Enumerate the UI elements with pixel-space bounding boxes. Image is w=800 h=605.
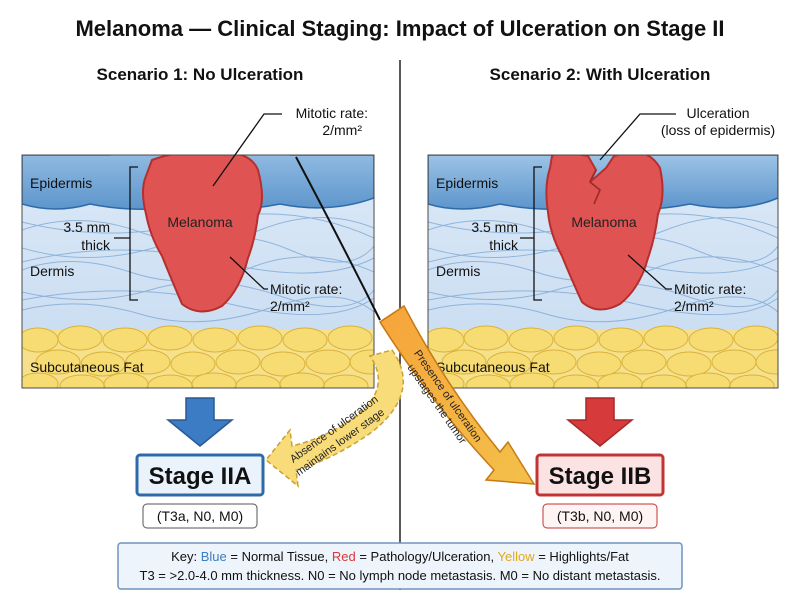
mitotic-top-label-left-2: 2/mm² (322, 122, 362, 138)
mitotic-top-label-left-1: Mitotic rate: (296, 105, 368, 121)
mitotic-side-leader-right (627, 254, 672, 290)
ulceration-leader (599, 113, 676, 161)
fat-label-right: Subcutaneous Fat (436, 359, 550, 375)
mitotic-side-label-left-1: Mitotic rate: (270, 281, 342, 297)
stage-iib-code-box (542, 503, 658, 529)
dermis-label-right: Dermis (436, 263, 480, 279)
skin-panel-right-border (427, 154, 779, 389)
mitotic-side-label-right-1: Mitotic rate: (674, 281, 746, 297)
mitotic-side-label-right-2: 2/mm² (674, 298, 714, 314)
key-line-1: Key: Blue = Normal Tissue, Red = Patholo… (171, 549, 629, 564)
presence-arrow (378, 304, 536, 485)
melanoma-tumor-left (142, 155, 263, 313)
absence-arrow (264, 349, 404, 488)
ulceration-label-2: (loss of epidermis) (661, 122, 775, 138)
key-line-2: T3 = >2.0-4.0 mm thickness. N0 = No lymp… (140, 568, 661, 583)
ulceration-crack (588, 169, 601, 205)
stage-iia-label: Stage IIA (149, 463, 252, 490)
down-arrow-red-icon (565, 397, 635, 447)
presence-line (295, 156, 381, 321)
key-box (117, 542, 683, 590)
mitotic-side-leader-left (229, 256, 268, 290)
key-prefix: Key: (171, 549, 201, 564)
stage-iia-code: (T3a, N0, M0) (157, 508, 243, 524)
mitotic-side-label-left-2: 2/mm² (270, 298, 310, 314)
fat-layer (22, 325, 374, 388)
key-red-word: Red (332, 549, 356, 564)
fat-label-left: Subcutaneous Fat (30, 359, 144, 375)
key-yellow-word: Yellow (498, 549, 536, 564)
thickness-label-left-1: 3.5 mm (63, 219, 110, 235)
stage-iia-box (135, 453, 265, 497)
fat-layer (428, 325, 778, 388)
thickness-label-right-2: thick (489, 237, 519, 253)
key-blue-word: Blue (201, 549, 227, 564)
stage-iib-box (535, 453, 665, 497)
ulceration-label-1: Ulceration (686, 105, 749, 121)
key-blue-text: = Normal Tissue, (227, 549, 332, 564)
thickness-label-left-2: thick (81, 237, 111, 253)
dermis-label-left: Dermis (30, 263, 74, 279)
thickness-bracket-left (114, 166, 138, 301)
skin-panel-left-border (21, 154, 375, 389)
tumor-label-left: Melanoma (167, 214, 233, 230)
key-red-text: = Pathology/Ulceration, (356, 549, 498, 564)
scenario1-heading: Scenario 1: No Ulceration (97, 65, 304, 84)
mitotic-top-leader-left (212, 113, 282, 187)
epidermis-label-left: Epidermis (30, 175, 92, 191)
melanoma-tumor-right (545, 155, 664, 311)
stage-iia-code-box (142, 503, 258, 529)
epidermis-label-right: Epidermis (436, 175, 498, 191)
thickness-label-right-1: 3.5 mm (471, 219, 518, 235)
key-yellow-text: = Highlights/Fat (535, 549, 630, 564)
thickness-bracket-right (520, 166, 542, 301)
skin-panel-right (428, 155, 778, 388)
page-title: Melanoma — Clinical Staging: Impact of U… (75, 16, 724, 41)
scenario2-heading: Scenario 2: With Ulceration (490, 65, 711, 84)
tumor-label-right: Melanoma (571, 214, 637, 230)
stage-iib-label: Stage IIB (549, 463, 652, 490)
stage-iib-code: (T3b, N0, M0) (557, 508, 643, 524)
down-arrow-blue-icon (165, 397, 235, 447)
